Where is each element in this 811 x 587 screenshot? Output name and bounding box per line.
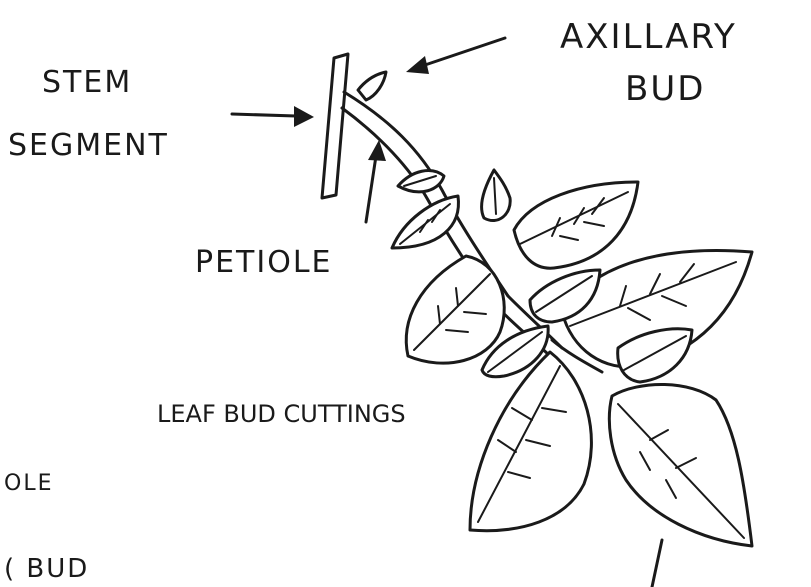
label-partial-bud: ( BUD — [4, 554, 89, 584]
line-bottom-right — [652, 540, 662, 587]
leaf-top-right — [514, 182, 638, 268]
label-leaf-bud-cuttings: LEAF BUD CUTTINGS — [157, 400, 406, 428]
label-bud: BUD — [625, 69, 705, 109]
small-leaf-3 — [482, 170, 511, 221]
stem-segment — [322, 54, 386, 198]
small-leaf-1 — [398, 171, 444, 192]
label-axillary: AXILLARY — [560, 17, 737, 57]
label-segment: SEGMENT — [8, 128, 169, 163]
label-petiole: PETIOLE — [195, 245, 333, 280]
arrow-petiole — [366, 140, 386, 222]
leaf-left — [406, 256, 504, 363]
axillary-bud-shape — [358, 72, 386, 100]
label-partial-ole: OLE — [4, 471, 53, 496]
leaf-bottom-right — [609, 384, 752, 546]
arrow-axillary-bud — [406, 38, 505, 74]
leaf-bottom-left — [470, 352, 591, 531]
small-leaf-2 — [392, 196, 458, 248]
label-stem: STEM — [42, 65, 132, 100]
arrow-stem-segment — [232, 106, 314, 127]
